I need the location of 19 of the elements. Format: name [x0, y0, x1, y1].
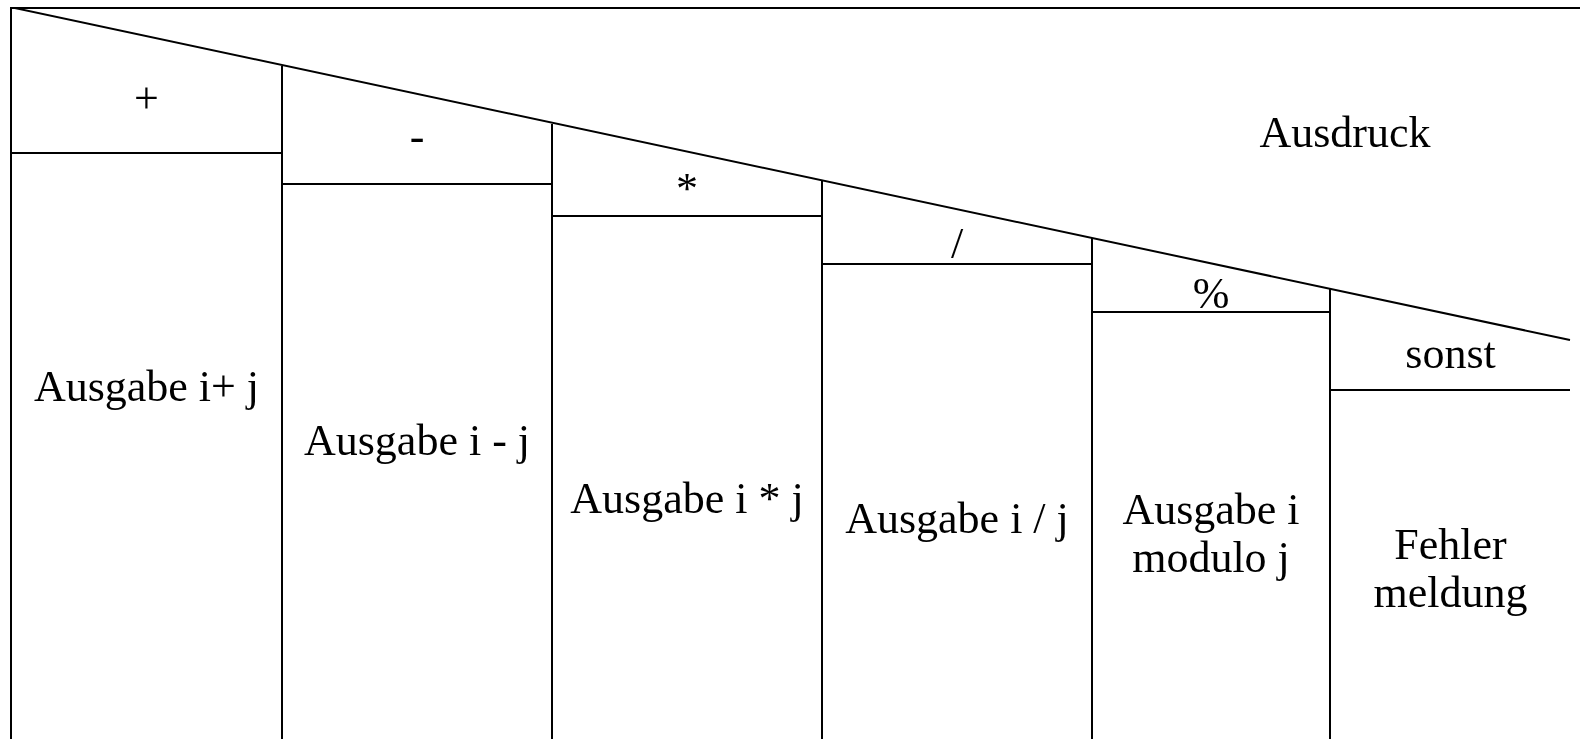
- case-column: [1091, 238, 1329, 739]
- action-text: Ausgabe i+ j: [32, 363, 261, 411]
- case-label: %: [1192, 270, 1230, 318]
- case-label: *: [676, 165, 698, 213]
- case-label: sonst: [1405, 330, 1496, 378]
- action-text: Ausgabe i - j: [302, 417, 532, 465]
- action-text: Ausgabe i modulo j: [1121, 486, 1301, 582]
- case-structure-frame: [10, 7, 1580, 739]
- action-text: Ausgabe i * j: [569, 475, 805, 523]
- action-text: Ausgabe i / j: [844, 495, 1070, 543]
- case-label: -: [409, 113, 425, 161]
- case-column: [281, 66, 551, 739]
- case-column: [551, 123, 821, 739]
- condition-text: Ausdruck: [1259, 109, 1431, 157]
- case-column: [1329, 288, 1570, 739]
- case-label: /: [950, 220, 964, 268]
- case-label: +: [134, 75, 159, 123]
- case-column: [821, 180, 1091, 739]
- action-text: Fehler meldung: [1372, 521, 1529, 617]
